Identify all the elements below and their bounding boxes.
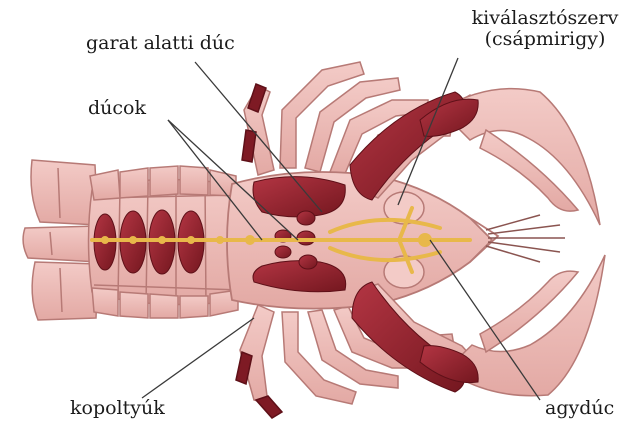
label-ganglia: dúcok <box>88 98 146 119</box>
label-excretory-organ: kiválasztószerv (csápmirigy) <box>455 8 635 50</box>
label-brain-ganglion: agydúc <box>545 398 614 419</box>
label-excretory-line1: kiválasztószerv <box>455 8 635 29</box>
tail-fan <box>23 160 98 320</box>
antennae <box>486 215 565 262</box>
label-excretory-line2: (csápmirigy) <box>455 29 635 50</box>
label-gills: kopoltyúk <box>70 398 165 419</box>
label-pharynx-ganglion: garat alatti dúc <box>86 33 235 54</box>
